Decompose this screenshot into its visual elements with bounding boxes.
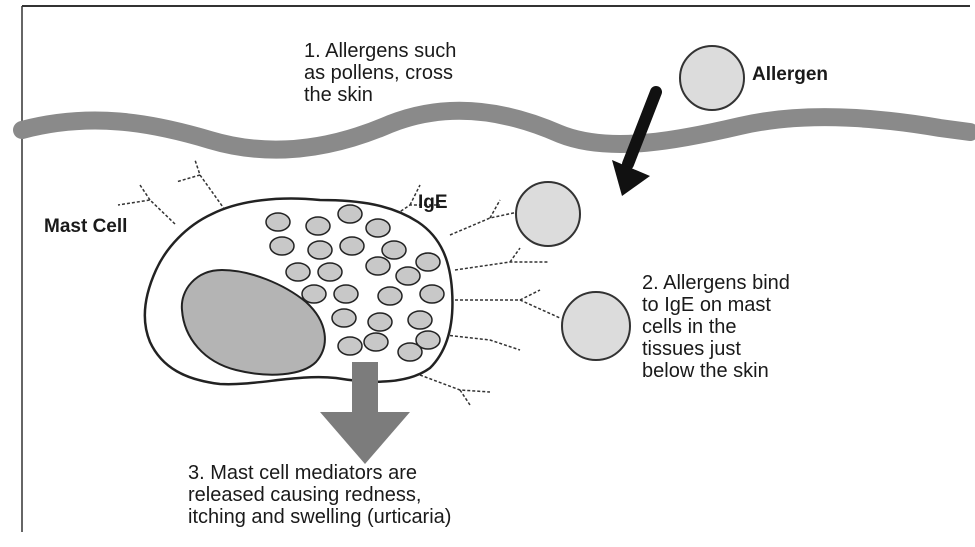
skin-layer bbox=[22, 111, 970, 150]
bound-allergen-lower bbox=[562, 292, 630, 360]
ige-label: IgE bbox=[418, 192, 448, 214]
mast-cell-label: Mast Cell bbox=[44, 216, 127, 238]
allergen-particle bbox=[680, 46, 744, 110]
bound-allergen-upper bbox=[516, 182, 580, 246]
step-3-caption: 3. Mast cell mediators are released caus… bbox=[188, 462, 451, 528]
allergen-label: Allergen bbox=[752, 64, 828, 86]
step-2-caption: 2. Allergens bind to IgE on mast cells i… bbox=[642, 272, 790, 382]
step-1-caption: 1. Allergens such as pollens, cross the … bbox=[304, 40, 456, 106]
